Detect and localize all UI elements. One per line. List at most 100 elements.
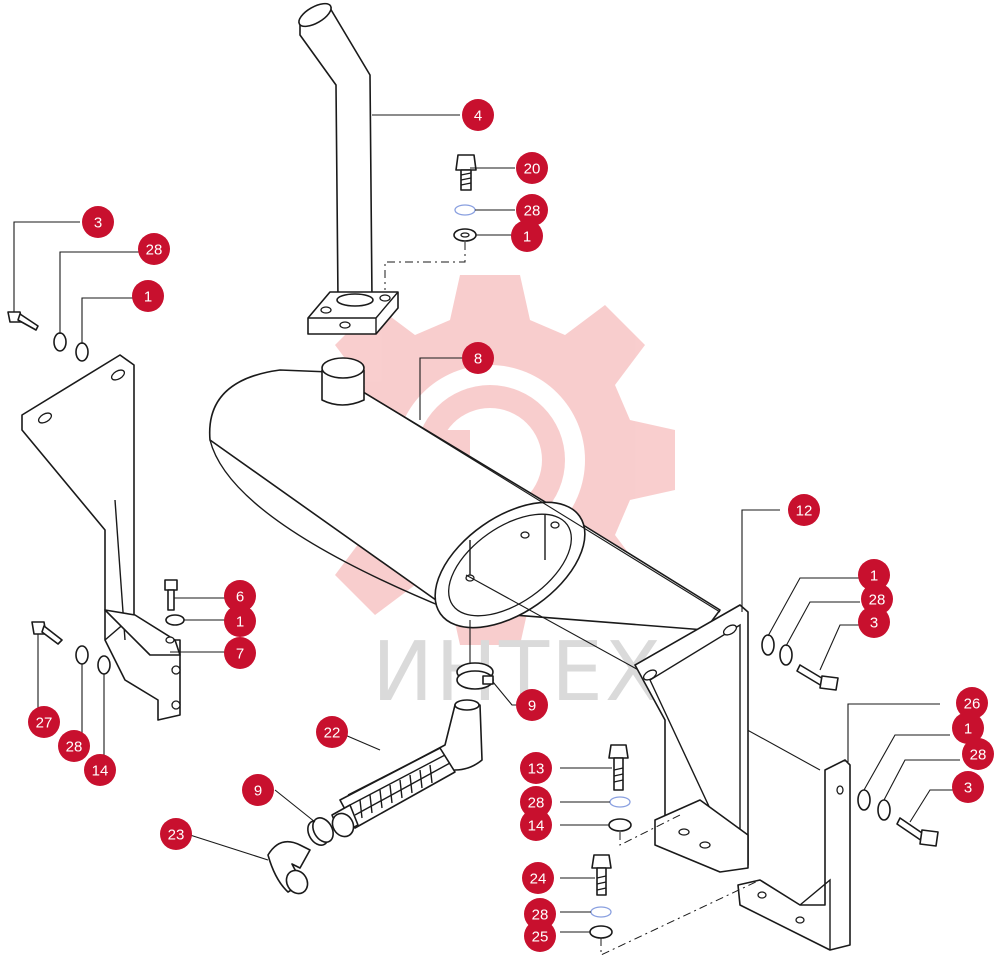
callout-badge [84, 754, 116, 786]
callout-label: 23 [168, 827, 185, 844]
washer-1-right-upper [761, 634, 775, 656]
callout-9: 9 [516, 689, 548, 721]
callout-3: 3 [82, 206, 114, 238]
callout-1: 1 [132, 280, 164, 312]
callout-label: 9 [528, 698, 536, 715]
callout-13: 13 [520, 752, 552, 784]
washer-28-right-lower [877, 799, 891, 821]
callout-label: 22 [324, 725, 341, 742]
washer-28-bolt27 [75, 645, 89, 665]
callout-label: 13 [528, 761, 545, 778]
washer-25 [589, 925, 613, 939]
callout-badge [82, 206, 114, 238]
callout-3: 3 [952, 771, 984, 803]
callout-badge [516, 689, 548, 721]
callout-label: 28 [528, 795, 545, 812]
callout-24: 24 [522, 862, 554, 894]
callout-badge [224, 637, 256, 669]
callout-label: 14 [92, 763, 109, 780]
callout-26: 26 [956, 687, 988, 719]
callout-label: 12 [796, 503, 813, 520]
muffler [208, 357, 821, 771]
callout-27: 27 [28, 706, 60, 738]
callout-28: 28 [962, 738, 994, 770]
callout-label: 1 [523, 229, 531, 246]
callout-1: 1 [858, 559, 890, 591]
callout-14: 14 [84, 754, 116, 786]
bolt-24 [560, 854, 612, 896]
bolt-3-left [7, 221, 80, 331]
callout-28: 28 [516, 194, 548, 226]
callout-badge [242, 774, 274, 806]
callout-badge [58, 730, 90, 762]
callout-badge [462, 342, 494, 374]
hose-clamp-lower [307, 817, 334, 846]
callout-badge [511, 220, 543, 252]
callout-badge [524, 898, 556, 930]
washer-28-right-upper [779, 644, 793, 666]
left-bracket [21, 354, 181, 721]
bolt-3-right-upper [796, 664, 839, 691]
callout-4: 4 [462, 99, 494, 131]
callout-badge [224, 605, 256, 637]
bolt-6 [164, 579, 230, 611]
callout-badge [138, 233, 170, 265]
washer-28-top [454, 204, 476, 216]
callout-14: 14 [520, 809, 552, 841]
callout-badge [160, 818, 192, 850]
bolt-27 [31, 621, 63, 712]
callout-badge [524, 920, 556, 952]
callout-label: 28 [524, 203, 541, 220]
callout-label: 3 [870, 615, 878, 632]
callout-label: 7 [236, 646, 244, 663]
callout-3: 3 [858, 606, 890, 638]
callout-badge [462, 99, 494, 131]
callout-1: 1 [511, 220, 543, 252]
callout-label: 9 [254, 783, 262, 800]
callout-badge [28, 706, 60, 738]
callout-badge [520, 786, 552, 818]
callout-25: 25 [524, 920, 556, 952]
callout-label: 1 [870, 568, 878, 585]
callout-7: 7 [224, 637, 256, 669]
callout-label: 28 [869, 592, 886, 609]
callout-23: 23 [160, 818, 192, 850]
callout-label: 28 [532, 907, 549, 924]
washer-1-left [75, 342, 89, 362]
washer-1-bracket [165, 614, 185, 626]
callout-1: 1 [224, 605, 256, 637]
callout-label: 4 [474, 108, 482, 125]
callout-9: 9 [242, 774, 274, 806]
callout-label: 28 [66, 739, 83, 756]
bolt-13 [560, 744, 629, 791]
callout-badge [520, 809, 552, 841]
callout-badge [858, 606, 890, 638]
callout-1: 1 [952, 712, 984, 744]
callout-label: 14 [528, 818, 545, 835]
callout-badge [520, 752, 552, 784]
callout-28: 28 [520, 786, 552, 818]
callout-label: 1 [144, 289, 152, 306]
hose-clamp-upper [456, 620, 494, 690]
callout-label: 20 [524, 161, 541, 178]
callout-label: 3 [94, 215, 102, 232]
callout-label: 26 [964, 696, 981, 713]
bolt-20 [455, 154, 477, 191]
right-bracket-26 [737, 703, 940, 951]
callout-layer: 4202813281812617272814922923128326128313… [28, 99, 994, 952]
washer-28-left [53, 332, 67, 352]
callout-8: 8 [462, 342, 494, 374]
callout-label: 27 [36, 715, 53, 732]
callout-label: 28 [146, 242, 163, 259]
callout-28: 28 [138, 233, 170, 265]
callout-badge [858, 559, 890, 591]
callout-label: 3 [964, 780, 972, 797]
callout-badge [516, 194, 548, 226]
washer-14 [97, 655, 111, 675]
exhaust-pipe [298, 2, 399, 335]
washer-14-bolt13 [608, 818, 632, 832]
callout-label: 25 [532, 929, 549, 946]
callout-badge [316, 716, 348, 748]
callout-28: 28 [58, 730, 90, 762]
